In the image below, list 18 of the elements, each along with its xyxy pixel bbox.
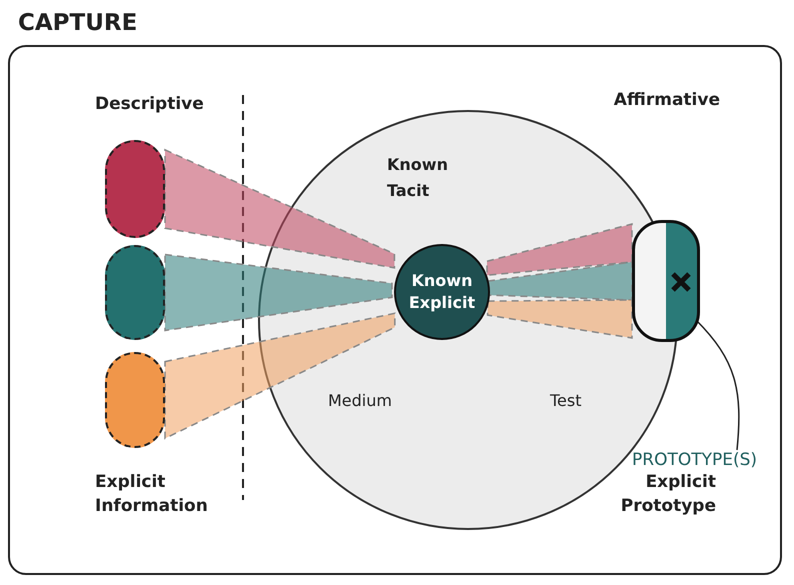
heading-label: Affirmative	[612, 89, 720, 112]
circle-label: Known Explicit	[408, 270, 476, 314]
leader-line	[695, 319, 740, 450]
prototype-capsule	[632, 220, 700, 342]
light-beam	[164, 254, 393, 332]
diagram-title: CAPTURE	[18, 10, 138, 36]
light-beam	[164, 148, 396, 269]
circle-label: Test	[550, 390, 583, 412]
callout-label: PROTOTYPE(S)	[632, 450, 782, 474]
heading-label: Explicit Information	[95, 471, 209, 518]
circle-label: Known Tacit	[387, 154, 449, 202]
light-beam	[486, 299, 633, 339]
heading-label: Explicit Prototype	[620, 471, 716, 518]
light-beam	[486, 223, 633, 276]
circle-label: Medium	[328, 390, 393, 412]
heading-label: Descriptive	[95, 93, 205, 116]
light-beam	[164, 312, 396, 440]
light-beam	[487, 261, 633, 301]
